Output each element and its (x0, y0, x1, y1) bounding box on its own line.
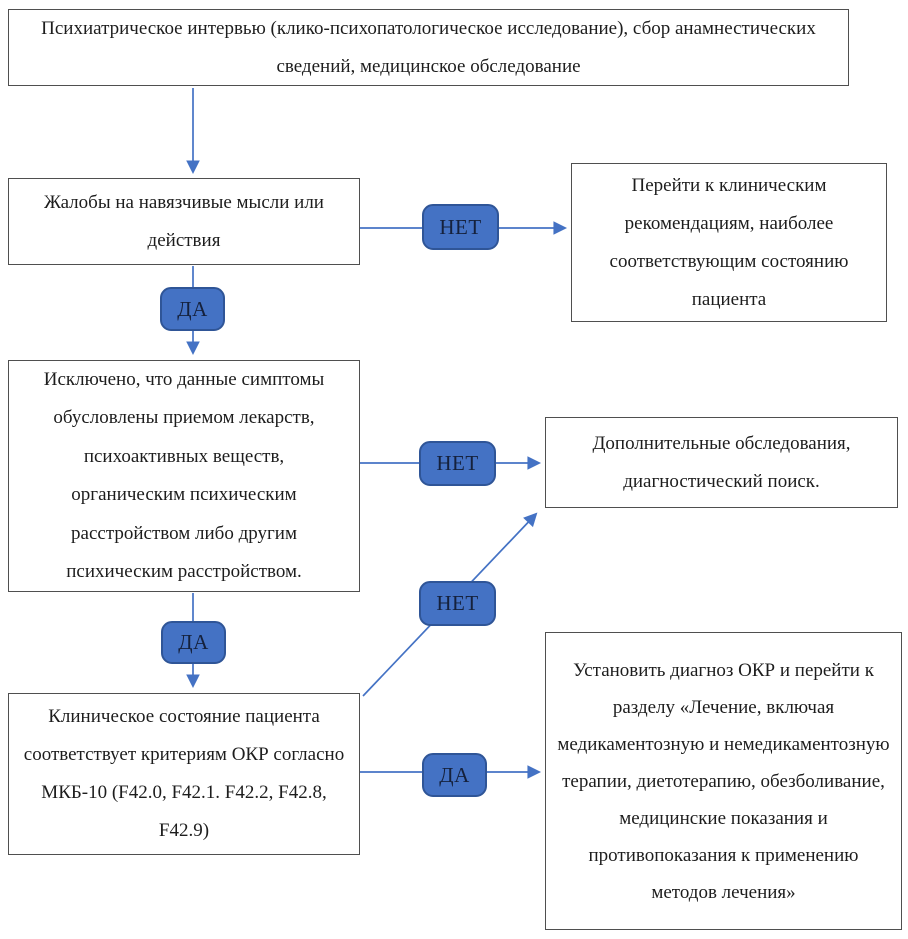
flow-box-additional-examinations-text: Дополнительные обследования, диагностиче… (592, 432, 851, 492)
flow-box-symptoms-excluded: Исключено, что данные симптомы обусловле… (8, 360, 360, 592)
badge-no-excluded: НЕТ (419, 441, 496, 486)
badge-yes-criteria: ДА (422, 753, 487, 797)
flow-box-additional-examinations: Дополнительные обследования, диагностиче… (545, 417, 898, 508)
flow-box-establish-diagnosis-text: Установить диагноз ОКР и перейти к разде… (557, 659, 890, 903)
flow-box-establish-diagnosis: Установить диагноз ОКР и перейти к разде… (545, 632, 902, 930)
badge-no-criteria: НЕТ (419, 581, 496, 626)
flow-box-ocd-criteria: Клиническое состояние пациента соответст… (8, 693, 360, 855)
badge-yes-excluded: ДА (161, 621, 226, 664)
badge-no-complaints: НЕТ (422, 204, 499, 250)
badge-yes-complaints: ДА (160, 287, 225, 331)
flow-box-obsessive-complaints-text: Жалобы на навязчивые мысли или действия (44, 191, 324, 251)
flow-box-goto-recommendations-text: Перейти к клиническим рекомендациям, наи… (609, 174, 849, 310)
flow-box-ocd-criteria-text: Клиническое состояние пациента соответст… (23, 706, 345, 841)
flow-box-goto-recommendations: Перейти к клиническим рекомендациям, наи… (571, 163, 887, 322)
flow-box-psychiatric-interview: Психиатрическое интервью (клико-психопат… (8, 9, 849, 86)
flow-box-symptoms-excluded-text: Исключено, что данные симптомы обусловле… (43, 368, 325, 583)
flow-box-obsessive-complaints: Жалобы на навязчивые мысли или действия (8, 178, 360, 265)
flow-box-psychiatric-interview-text: Психиатрическое интервью (клико-психопат… (41, 17, 816, 77)
